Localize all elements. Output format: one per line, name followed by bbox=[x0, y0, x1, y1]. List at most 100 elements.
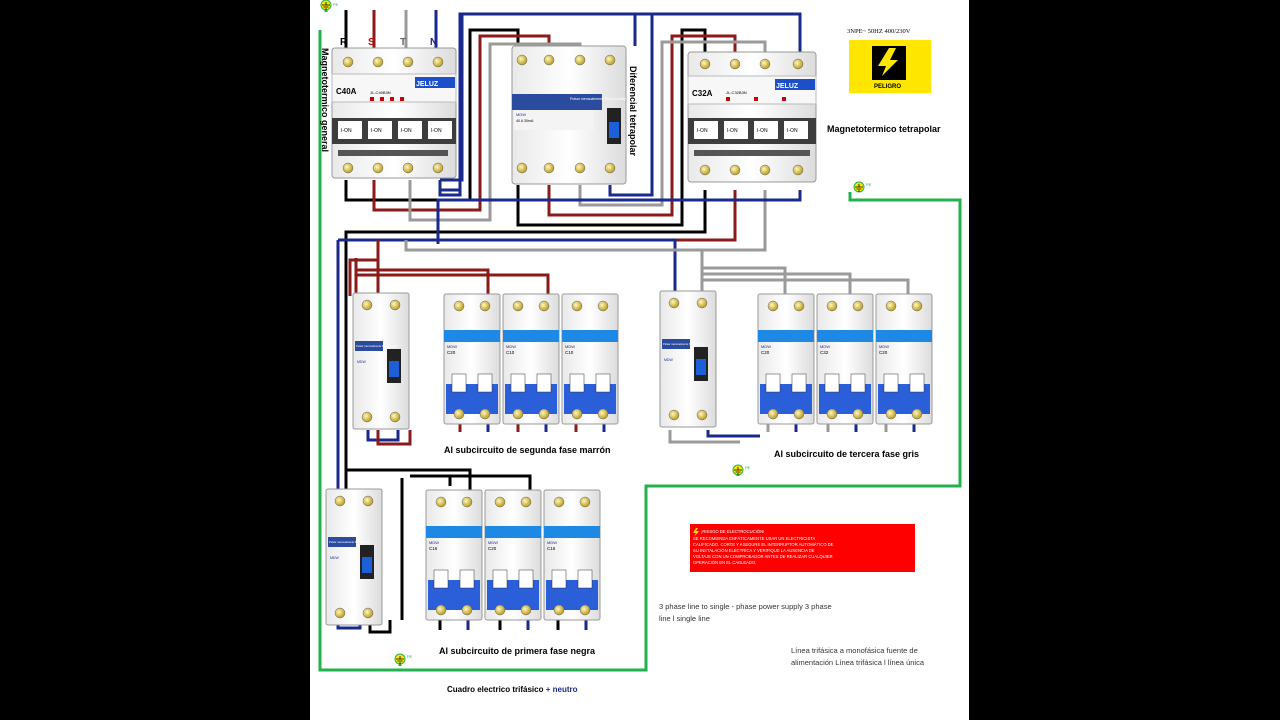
mini-breaker-rating: C10 bbox=[565, 350, 574, 355]
label-segunda-fase: Al subcircuito de segunda fase marrón bbox=[444, 445, 611, 455]
mini-breaker-rating: C20 bbox=[447, 350, 456, 355]
spanish-note-line-2: alimentación Línea trifásica l línea úni… bbox=[791, 658, 925, 667]
footer-title-main: Cuadro electrico trifásico bbox=[447, 685, 544, 694]
main-breaker-rating: C40A bbox=[336, 87, 357, 96]
warning-body-line: VOLTAJE CON UN COMPROBADOR ANTES DE REAL… bbox=[693, 554, 833, 559]
main-breaker-switch-1: I-ON bbox=[341, 128, 352, 134]
mini-breaker-brand: MDW bbox=[565, 344, 575, 349]
pe-symbols: PE PE PE PE bbox=[320, 0, 872, 665]
mini-breaker-brand: MDW bbox=[820, 344, 830, 349]
small-differential-brand: MDW bbox=[357, 360, 366, 364]
four-pole-switch-4: I-ON bbox=[787, 128, 798, 134]
four-pole-model: JL-C32B3N bbox=[726, 90, 747, 95]
warning-title: ¡RIESGO DE ELECTROCUCIÓN! bbox=[701, 529, 764, 534]
pe-label-mid: PE bbox=[745, 465, 751, 470]
wiring-diagram-page: R S T N JELUZ C40A JL-C40B3N I-ON I-ON I… bbox=[310, 0, 969, 720]
spanish-note-line-1: Línea trifásica a monofásica fuente de bbox=[791, 646, 918, 655]
terminal-s: S bbox=[368, 37, 375, 48]
terminal-r: R bbox=[340, 37, 348, 48]
earth-icon: PE bbox=[320, 0, 339, 11]
differential-brand: MDW bbox=[516, 112, 526, 117]
warning-body-line: OPERACIÓN EN EL CABLEADO. bbox=[693, 560, 756, 565]
mini-breaker-rating: C32 bbox=[820, 350, 829, 355]
english-note-line-2: line l single line bbox=[659, 614, 710, 623]
four-pole-switch-3: I-ON bbox=[757, 128, 768, 134]
lightning-icon bbox=[878, 48, 898, 76]
main-breaker-switch-3: I-ON bbox=[401, 128, 412, 134]
pe-label-bottom: PE bbox=[407, 654, 413, 659]
pe-label-top: PE bbox=[333, 2, 339, 7]
small-differentials: Pulsar mensualmente Push monthlyMDWPulsa… bbox=[325, 290, 717, 626]
mini-breaker-brand: MDW bbox=[879, 344, 889, 349]
footer-title: Cuadro electrico trifásico + neutro bbox=[447, 685, 578, 694]
four-pole-title: Magnetotermico tetrapolar bbox=[827, 124, 941, 134]
label-tercera-fase: Al subcircuito de tercera fase gris bbox=[774, 449, 919, 459]
warning-body-line: SE RECOMIENDA ENFÁTICAMENTE USAR UN ELEC… bbox=[693, 536, 816, 541]
small-differential-test-label: Pulsar mensualmente Push monthly bbox=[663, 342, 705, 346]
warning-body: SE RECOMIENDA ENFÁTICAMENTE USAR UN ELEC… bbox=[693, 536, 834, 565]
mini-breaker-brand: MDW bbox=[429, 540, 439, 545]
terminal-n: N bbox=[430, 37, 437, 48]
main-breaker-brand: JELUZ bbox=[416, 81, 439, 88]
small-differential-brand: MDW bbox=[664, 358, 673, 362]
four-pole-rating: C32A bbox=[692, 89, 713, 98]
mini-breaker-brand: MDW bbox=[506, 344, 516, 349]
earth-icon: PE bbox=[732, 464, 751, 476]
mini-breaker-rating: C16 bbox=[547, 546, 556, 551]
main-breaker-title: Magnetotermico general bbox=[320, 48, 330, 152]
small-differential-test-label: Pulsar mensualmente Push monthly bbox=[356, 344, 398, 348]
mini-breaker-rating: C20 bbox=[488, 546, 497, 551]
warning-body-line: SU INSTALACIÓN ELÉCTRICA Y VERIFIQUE LA … bbox=[693, 548, 815, 553]
electrocution-warning: ¡RIESGO DE ELECTROCUCIÓN! SE RECOMIENDA … bbox=[690, 524, 915, 572]
pe-label-right: PE bbox=[866, 182, 872, 187]
four-pole-brand: JELUZ bbox=[776, 83, 799, 90]
mini-breaker-rating: C20 bbox=[879, 350, 888, 355]
earth-icon: PE bbox=[853, 181, 872, 193]
mini-breaker-brand: MDW bbox=[447, 344, 457, 349]
four-pole-switch-1: I-ON bbox=[697, 128, 708, 134]
differential-title: Diferencial tetrapolar bbox=[628, 66, 638, 157]
differential-spec: 40 A 30mA bbox=[516, 119, 534, 123]
footer-plus: + bbox=[546, 685, 551, 694]
differential-switch: Pulsar mensualmente Push monthly MDW 40 … bbox=[511, 45, 627, 185]
terminal-labels: R S T N bbox=[340, 37, 437, 48]
wiring bbox=[318, 8, 962, 672]
main-breaker-model: JL-C40B3N bbox=[370, 90, 391, 95]
label-primera-fase: Al subcircuito de primera fase negra bbox=[439, 646, 596, 656]
english-note-line-1: 3 phase line to single - phase power sup… bbox=[659, 602, 832, 611]
mini-breakers: MDWC20MDWC10MDWC10MDWC20MDWC32MDWC20MDWC… bbox=[425, 293, 933, 621]
terminal-t: T bbox=[400, 37, 406, 48]
wiring-diagram: R S T N JELUZ C40A JL-C40B3N I-ON I-ON I… bbox=[318, 0, 962, 694]
four-pole-switch-2: I-ON bbox=[727, 128, 738, 134]
mini-breaker-rating: C16 bbox=[429, 546, 438, 551]
mini-breaker-rating: C10 bbox=[506, 350, 515, 355]
danger-sign: PELIGRO bbox=[849, 40, 931, 93]
mini-breaker-brand: MDW bbox=[488, 540, 498, 545]
small-differential-test-label: Pulsar mensualmente Push monthly bbox=[329, 540, 371, 544]
small-differential-brand: MDW bbox=[330, 556, 339, 560]
differential-test-label: Pulsar mensualmente Push monthly bbox=[570, 97, 626, 101]
footer-neutro: neutro bbox=[553, 685, 578, 694]
four-pole-breaker: JELUZ C32A JL-C32B3N I-ON I-ON I-ON I-ON bbox=[687, 51, 817, 183]
mini-breaker-brand: MDW bbox=[547, 540, 557, 545]
supply-spec: 3NPE~ 50HZ 400/230V bbox=[847, 28, 911, 35]
main-breaker-switch-2: I-ON bbox=[371, 128, 382, 134]
earth-icon: PE bbox=[394, 653, 413, 665]
main-breaker: JELUZ C40A JL-C40B3N I-ON I-ON I-ON I-ON bbox=[331, 47, 457, 179]
danger-sign-label: PELIGRO bbox=[874, 84, 901, 90]
mini-breaker-rating: C20 bbox=[761, 350, 770, 355]
mini-breaker-brand: MDW bbox=[761, 344, 771, 349]
main-breaker-switch-4: I-ON bbox=[431, 128, 442, 134]
